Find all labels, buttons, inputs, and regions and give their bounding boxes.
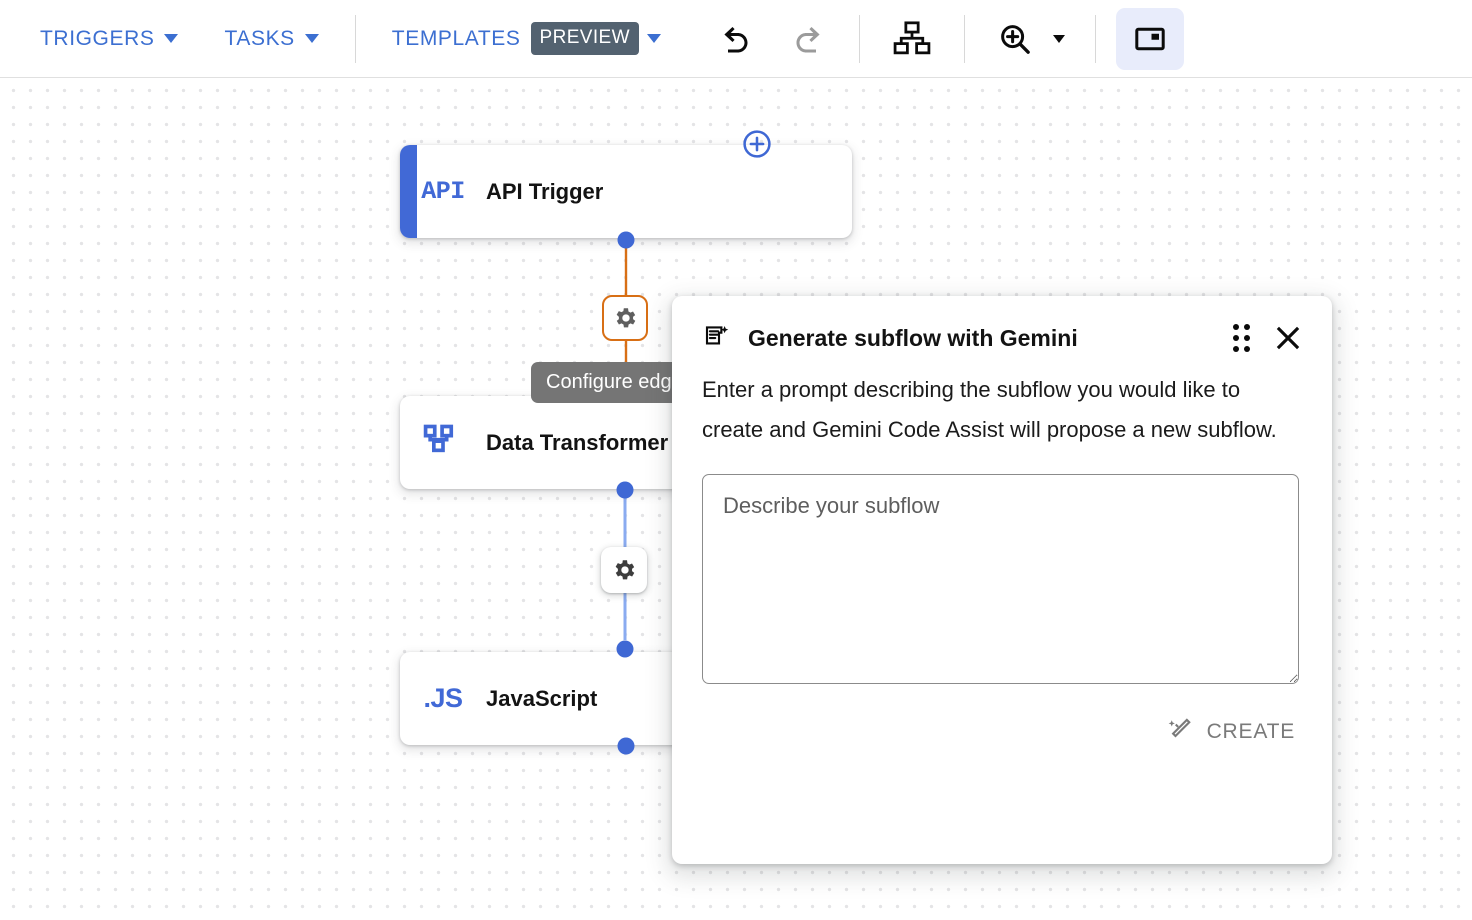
drag-handle-icon[interactable] [1233,324,1250,352]
dialog-actions: CREATE [672,689,1332,779]
node-api-trigger-title: API Trigger [486,178,604,204]
chevron-down-icon [646,34,661,43]
node-data-transformer-title: Data Transformer [486,429,669,455]
drag-dot [1244,335,1250,341]
dialog-header: Generate subflow with Gemini [672,296,1332,354]
zoom-in-icon [1001,24,1030,54]
redo-icon [796,26,820,52]
drag-dot [1244,324,1250,330]
redo-button[interactable] [779,11,835,67]
toggle-panel-button[interactable] [1115,7,1184,70]
menu-templates[interactable]: TEMPLATES PREVIEW [386,15,667,63]
drag-dot [1244,346,1250,352]
menu-tasks-label: TASKS [224,26,295,50]
gear-icon [615,560,635,580]
zoom-dropdown[interactable] [1045,15,1073,63]
toolbar-divider [354,14,356,63]
top-toolbar: TRIGGERS TASKS TEMPLATES PREVIEW [0,0,1472,78]
node-accent-bar [400,145,417,238]
create-subflow-label: CREATE [1206,720,1295,743]
add-node-button[interactable] [741,128,773,160]
dialog-description: Enter a prompt describing the subflow yo… [702,377,1277,442]
close-dialog-button[interactable] [1272,322,1304,354]
preview-badge: PREVIEW [530,22,639,55]
drag-dot [1233,324,1239,330]
dialog-body: Enter a prompt describing the subflow yo… [672,354,1332,689]
connector-dot-transformer-out[interactable] [616,481,634,499]
close-icon [1276,326,1300,350]
undo-button[interactable] [709,11,765,67]
javascript-icon: .JS [423,683,463,713]
configure-edge-button-1[interactable] [602,295,648,341]
connector-dot-javascript-out[interactable] [617,737,635,755]
menu-triggers-label: TRIGGERS [40,26,155,50]
magic-wand-icon [1165,717,1195,747]
auto-layout-button[interactable] [884,11,940,67]
configure-edge-button-2[interactable] [601,547,647,593]
chevron-down-icon [304,34,319,43]
drag-dot [1233,346,1239,352]
api-icon: API [421,177,465,206]
node-api-trigger[interactable]: API API Trigger [400,145,852,238]
chevron-down-icon [164,34,179,43]
subflow-prompt-input[interactable] [702,474,1299,684]
toolbar-divider [858,14,860,63]
toolbar-divider [1094,14,1096,63]
plus-circle-icon [743,130,771,158]
generate-subflow-dialog: Generate subflow with Gemini [672,296,1332,864]
node-javascript-title: JavaScript [486,685,598,711]
configure-edge-tooltip: Configure edge [531,362,698,403]
gemini-document-icon [702,323,732,353]
menu-tasks[interactable]: TASKS [218,15,324,63]
panel-icon [1135,27,1165,50]
chevron-down-icon [1052,34,1065,43]
gear-icon [616,308,636,328]
create-subflow-button[interactable]: CREATE [1161,711,1299,753]
hierarchy-icon [893,20,931,54]
menu-triggers[interactable]: TRIGGERS [34,15,184,63]
drag-dot [1233,335,1239,341]
dialog-title: Generate subflow with Gemini [748,324,1078,351]
zoom-button[interactable] [987,11,1043,67]
connector-dot-javascript-in[interactable] [616,640,634,658]
menu-templates-label: TEMPLATES [391,26,521,50]
data-transformer-icon [400,421,486,465]
connector-dot-api-out[interactable] [617,231,635,249]
undo-icon [724,26,748,52]
toolbar-divider [963,14,965,63]
